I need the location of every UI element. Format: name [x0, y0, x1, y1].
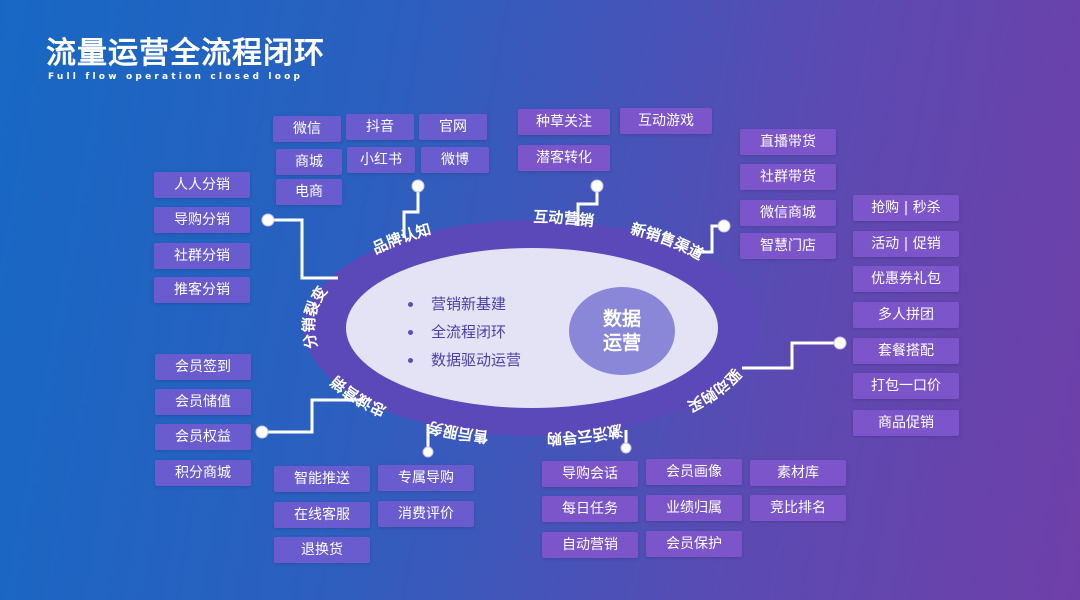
tag-brand-ecommerce: 电商: [276, 179, 342, 205]
tag-purchase-promo: 活动 | 促销: [853, 231, 959, 257]
tag-purchase-coupon: 优惠券礼包: [853, 266, 959, 292]
tag-brand-xiaohongshu: 小红书: [347, 147, 415, 173]
dot-after-sales: [422, 446, 434, 458]
tag-aftersales-review: 消费评价: [378, 501, 474, 527]
connector-interactive: [576, 186, 599, 226]
connector-dots: [255, 179, 847, 458]
tag-purchase-group: 多人拼团: [853, 302, 959, 328]
tag-brand-weibo: 微博: [421, 147, 489, 173]
tag-channel-smart-store: 智慧门店: [740, 233, 836, 259]
center-item: 营销新基建: [408, 290, 521, 318]
tag-cloud-protection: 会员保护: [646, 531, 742, 557]
dot-loyalty: [255, 425, 269, 439]
tag-cloud-performance: 业绩归属: [646, 495, 742, 521]
connector-brand: [402, 186, 420, 238]
dot-cloud-guide: [620, 442, 632, 454]
dot-distribution: [261, 213, 275, 227]
page-subtitle: Full flow operation closed loop: [48, 72, 304, 82]
tag-aftersales-guide: 专属导购: [378, 465, 474, 491]
connector-purchase: [742, 341, 840, 370]
tag-channel-wechat-mall: 微信商城: [740, 200, 836, 226]
tag-interactive-follow: 种草关注: [518, 109, 610, 135]
tag-distribution-guide: 导购分销: [154, 207, 250, 233]
tag-cloud-auto-marketing: 自动营销: [542, 532, 638, 558]
dot-purchase: [833, 336, 847, 350]
tag-aftersales-push: 智能推送: [274, 466, 370, 492]
tag-aftersales-service: 在线客服: [274, 502, 370, 528]
data-ops-hub: 数据 运营: [569, 287, 675, 375]
tag-loyalty-signin: 会员签到: [155, 354, 251, 380]
dot-new-channels: [717, 219, 731, 233]
tag-loyalty-stored: 会员储值: [155, 389, 251, 415]
tag-aftersales-return: 退换货: [274, 537, 370, 563]
tag-distribution-community: 社群分销: [154, 243, 250, 269]
tag-cloud-chat: 导购会话: [542, 461, 638, 487]
tag-brand-mall: 商城: [276, 149, 342, 175]
center-item: 数据驱动运营: [408, 346, 521, 374]
tag-purchase-bundle: 套餐搭配: [853, 338, 959, 364]
tag-loyalty-rights: 会员权益: [155, 424, 251, 450]
tag-distribution-promoter: 推客分销: [154, 277, 250, 303]
center-item: 全流程闭环: [408, 318, 521, 346]
tag-loyalty-points: 积分商城: [155, 460, 251, 486]
bullet-dot: [408, 329, 413, 335]
page-title: 流量运营全流程闭环: [46, 36, 325, 71]
bullet-dot: [408, 301, 413, 307]
tag-distribution-all: 人人分销: [154, 172, 250, 198]
bullet-dot: [408, 357, 413, 363]
tag-channel-community: 社群带货: [740, 164, 836, 190]
tag-purchase-goods: 商品促销: [853, 410, 959, 436]
connector-distribution: [268, 218, 338, 280]
tag-interactive-games: 互动游戏: [620, 108, 712, 134]
tag-brand-website: 官网: [419, 114, 487, 140]
tag-brand-douyin: 抖音: [346, 114, 414, 140]
tag-cloud-daily-task: 每日任务: [542, 496, 638, 522]
tag-channel-live: 直播带货: [740, 129, 836, 155]
tag-cloud-profile: 会员画像: [646, 459, 742, 485]
tag-cloud-materials: 素材库: [750, 460, 846, 486]
center-list: 营销新基建 全流程闭环 数据驱动运营: [408, 290, 521, 374]
tag-purchase-flash: 抢购 | 秒杀: [853, 195, 959, 221]
dot-interactive: [590, 179, 604, 193]
connector-loyalty: [262, 398, 364, 434]
tag-interactive-conversion: 潜客转化: [518, 145, 610, 171]
dot-brand: [411, 179, 425, 193]
tag-cloud-ranking: 竞比排名: [750, 495, 846, 521]
tag-brand-wechat: 微信: [273, 116, 341, 142]
tag-purchase-price: 打包一口价: [853, 373, 959, 399]
